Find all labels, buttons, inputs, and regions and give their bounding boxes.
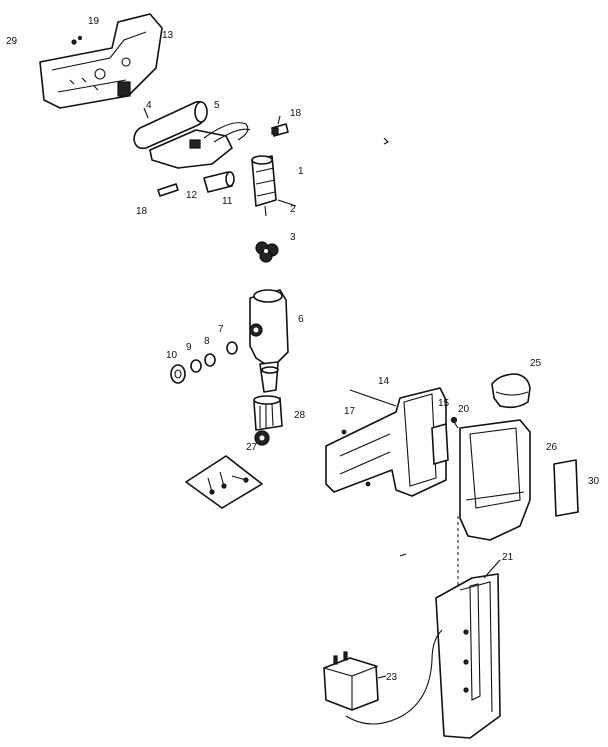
callout-18-top: 18 xyxy=(290,108,302,119)
callout-21: 21 xyxy=(502,552,514,563)
stray-mark xyxy=(383,137,389,145)
callout-11: 11 xyxy=(222,196,233,207)
callout-29: 29 xyxy=(6,36,18,47)
callout-6: 6 xyxy=(298,314,304,325)
callout-9: 9 xyxy=(186,342,192,353)
chuck-part xyxy=(253,395,283,431)
ring-set-part xyxy=(170,341,238,384)
callout-2: 2 xyxy=(290,204,296,215)
bit-holder-part xyxy=(254,430,270,446)
callout-7: 7 xyxy=(218,324,224,335)
callout-3: 3 xyxy=(290,232,296,243)
callout-10: 10 xyxy=(166,350,178,361)
callout-8: 8 xyxy=(204,336,210,347)
callout-19: 19 xyxy=(88,16,100,27)
callout-15: 15 xyxy=(438,398,450,409)
contact-plate-part xyxy=(431,423,449,465)
housing-half-part xyxy=(39,13,163,109)
callout-25: 25 xyxy=(530,358,542,369)
leader-lines xyxy=(143,107,501,679)
callout-18-bottom: 18 xyxy=(136,206,148,217)
motor-part xyxy=(251,155,277,217)
callout-17: 17 xyxy=(344,406,356,417)
stray-mark xyxy=(399,553,407,557)
callout-13: 13 xyxy=(162,30,174,41)
charger-base-part xyxy=(459,419,531,541)
cylinder-part xyxy=(203,171,235,193)
callout-30: 30 xyxy=(588,476,600,487)
charger-housing-part xyxy=(325,387,447,497)
callout-23: 23 xyxy=(386,672,398,683)
charger-cradle-part xyxy=(345,573,501,739)
screw-20-part xyxy=(450,416,459,429)
cap-part xyxy=(491,373,531,409)
small-spring-part xyxy=(157,183,179,197)
callout-27: 27 xyxy=(246,442,258,453)
callout-14: 14 xyxy=(378,376,390,387)
callout-1: 1 xyxy=(298,166,304,177)
callout-28: 28 xyxy=(294,410,306,421)
brush-top-part xyxy=(271,123,289,137)
callout-12: 12 xyxy=(186,190,198,201)
small-screw-part xyxy=(71,35,83,45)
battery-pack-part xyxy=(133,100,208,150)
transformer-part xyxy=(323,651,379,711)
callout-26: 26 xyxy=(546,442,558,453)
callout-20: 20 xyxy=(458,404,470,415)
screw-bag-part xyxy=(185,455,263,509)
callout-5: 5 xyxy=(214,100,220,111)
label-card-part xyxy=(553,459,579,517)
gear-case-part xyxy=(249,289,289,393)
gear-cluster-part xyxy=(255,241,279,263)
switch-assembly-part xyxy=(149,122,251,169)
callout-4: 4 xyxy=(146,100,152,111)
